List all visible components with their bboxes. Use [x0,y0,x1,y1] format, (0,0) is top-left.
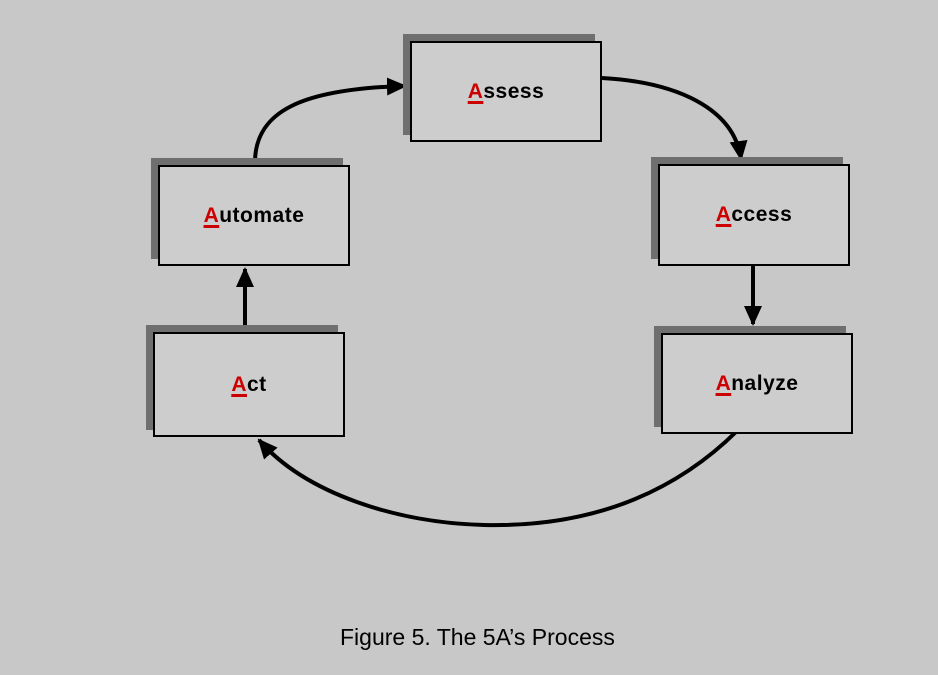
node-act-label: Act [231,373,266,397]
arrow-assess-to-access [601,76,748,161]
node-automate-rest: utomate [219,203,305,227]
node-assess-initial: A [467,79,484,103]
node-automate-initial: A [203,203,220,227]
node-analyze-rest: nalyze [731,371,799,395]
node-analyze: Analyze [661,333,853,434]
node-access-initial: A [715,203,732,226]
arrow-automate-to-assess [253,77,407,162]
node-analyze-initial: A [715,371,732,395]
node-act: Act [153,332,345,437]
node-automate-label: Automate [204,204,305,228]
node-analyze-label: Analyze [716,372,799,396]
node-access-label: Access [716,203,793,227]
node-assess-rest: ssess [483,79,545,103]
arrow-analyze-to-act [257,429,739,528]
node-automate: Automate [158,165,350,266]
node-assess: Assess [410,41,602,142]
node-assess-label: Assess [468,80,545,104]
node-act-initial: A [231,372,247,396]
node-access: Access [658,164,850,266]
node-act-rest: ct [246,372,267,396]
node-access-rest: ccess [731,203,793,226]
figure-caption: Figure 5. The 5A’s Process [340,624,615,650]
